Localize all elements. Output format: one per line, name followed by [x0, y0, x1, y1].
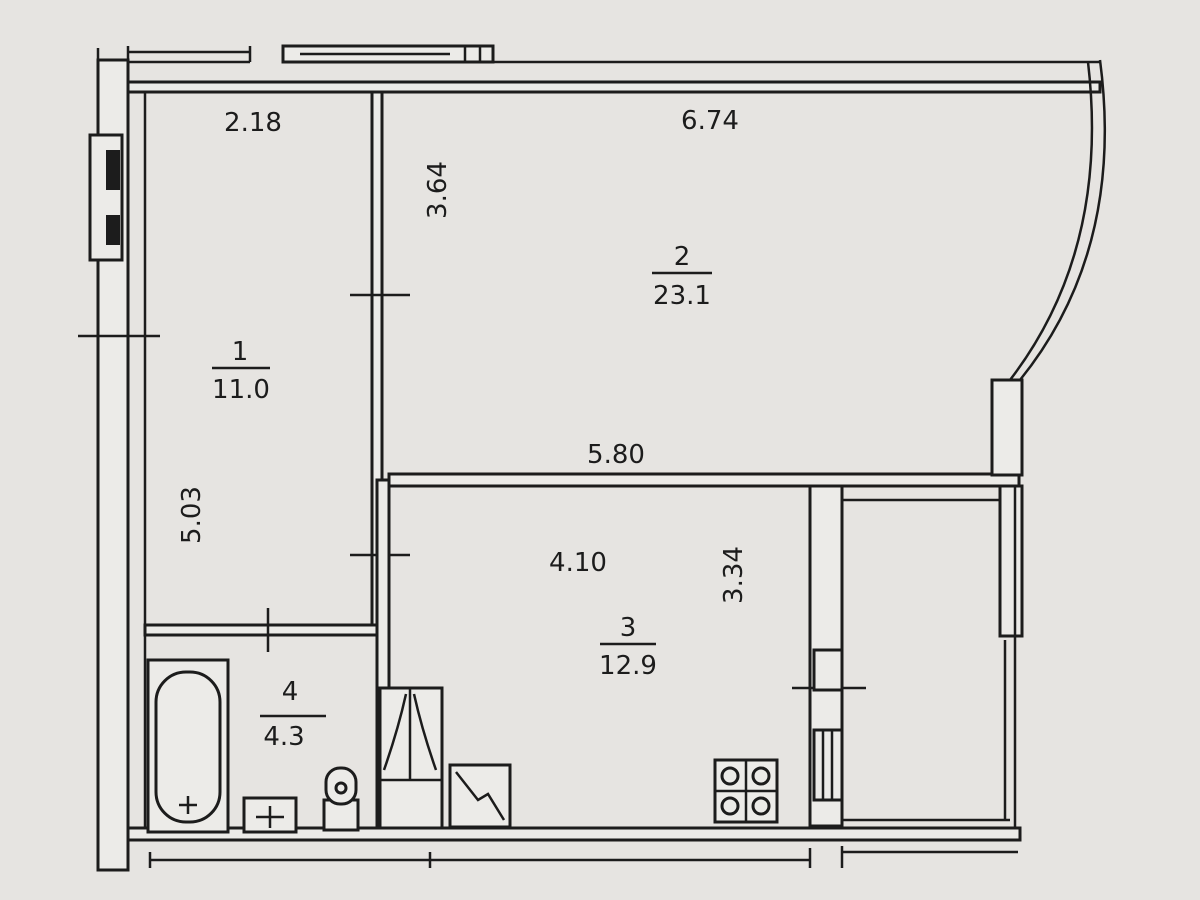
- room-1-area: 11.0: [212, 375, 270, 405]
- room-4-number: 4: [282, 677, 299, 707]
- room-2-number: 2: [674, 242, 691, 272]
- sink-icon: [242, 796, 298, 834]
- room2-bottom-dimension: 5.80: [587, 440, 645, 470]
- bathtub-icon: [146, 658, 230, 834]
- curved-bay-wall: [990, 59, 1107, 477]
- room1-length-dimension: 5.03: [177, 486, 207, 544]
- room-2-area: 23.1: [653, 281, 711, 311]
- right-utility-area: [792, 484, 1024, 840]
- kitchen-cabinet-icon: [378, 686, 444, 830]
- room-4-area: 4.3: [263, 722, 304, 752]
- room-3-label: 3 12.9: [599, 613, 657, 681]
- room-1-number: 1: [232, 337, 249, 367]
- room2-depth-dimension: 3.64: [423, 161, 453, 219]
- left-exterior-wall: [78, 58, 160, 872]
- stove-icon: [713, 758, 779, 824]
- room1-width-dimension: 2.18: [224, 108, 282, 138]
- room-4-label: 4 4.3: [260, 677, 326, 752]
- fridge-icon: [448, 763, 512, 829]
- room-3-number: 3: [620, 613, 637, 643]
- partition-room2-room3: [387, 472, 1021, 488]
- room3-width-dimension: 4.10: [549, 548, 607, 578]
- room-3-area: 12.9: [599, 651, 657, 681]
- room2-width-dimension: 6.74: [681, 106, 739, 136]
- room-2-label: 2 23.1: [652, 242, 712, 311]
- room3-depth-dimension: 3.34: [719, 546, 749, 604]
- toilet-icon: [322, 766, 360, 832]
- room-1-label: 1 11.0: [212, 337, 270, 405]
